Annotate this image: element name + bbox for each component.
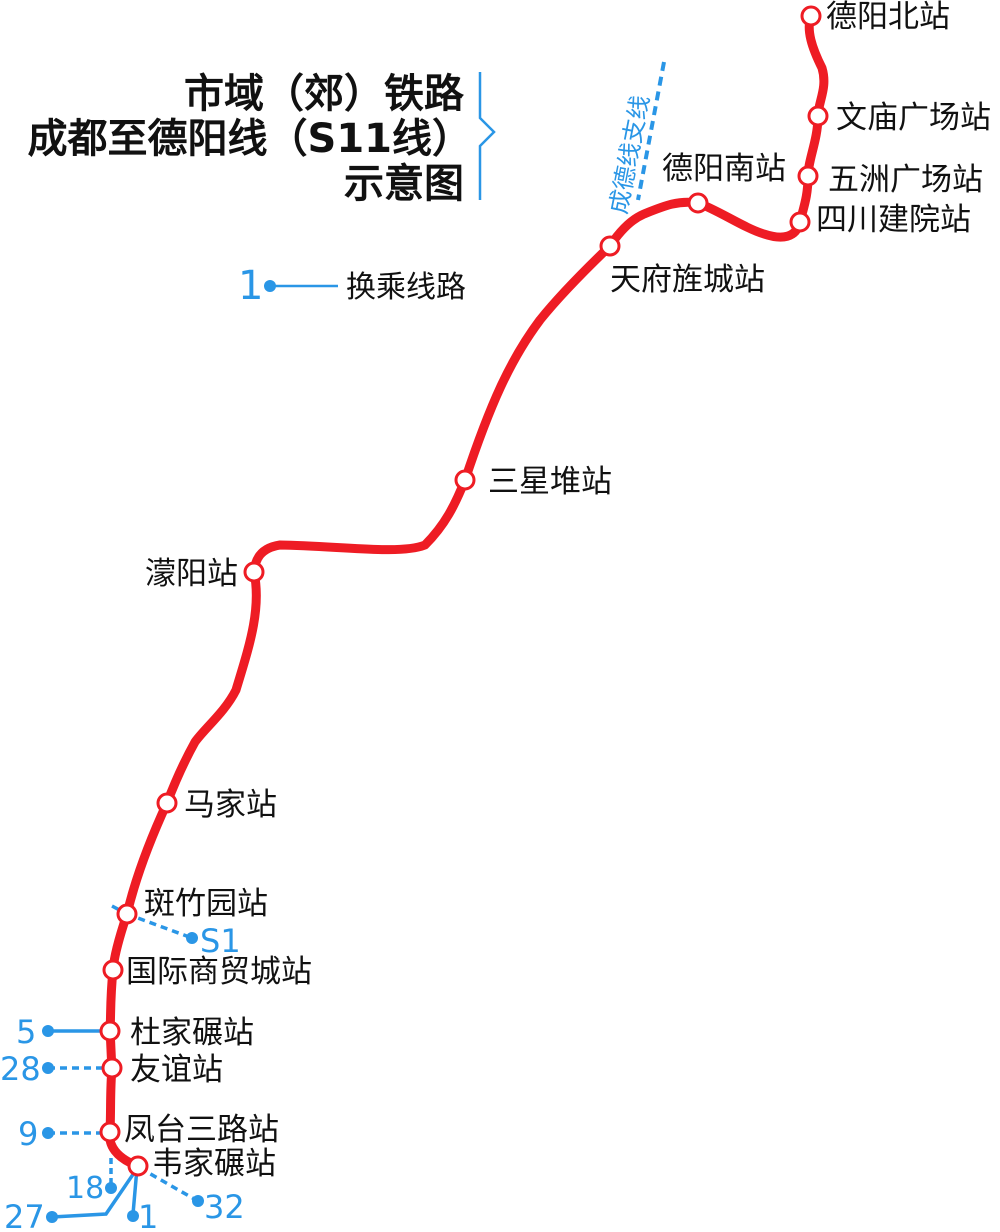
transfer-27-dot [46,1211,58,1223]
branch-line: 成德线支线 [604,61,666,216]
station-label-weijianian[interactable]: 韦家碾站 [152,1146,276,1182]
station-label-mengyang[interactable]: 濛阳站 [145,556,238,592]
transfer-label-5: 5 [16,1013,36,1051]
station-labels: 德阳北站 文庙广场站 五洲广场站 四川建院站 德阳南站 天府旌城站 三星堆站 濛… [124,0,991,1182]
transfer-9-dot [42,1127,54,1139]
station-label-tianfu-jingcheng[interactable]: 天府旌城站 [610,262,765,298]
station-label-dujianian[interactable]: 杜家碾站 [130,1015,254,1051]
transfer-28-dot [42,1062,54,1074]
transfer-label-1: 1 [138,1198,158,1232]
station-marker-sichuan-jianyuan[interactable] [789,211,811,233]
branch-dashed-line [636,61,666,201]
station-marker-wenmiao-square[interactable] [807,105,829,127]
station-label-sichuan-jianyuan[interactable]: 四川建院站 [816,202,971,238]
station-marker-wuzhou-square[interactable] [797,165,819,187]
legend-label: 换乘线路 [346,270,466,305]
station-marker-guoji-shangmaocheng[interactable] [102,959,124,981]
station-marker-sanxingdui[interactable] [454,469,476,491]
transfer-label-27: 27 [4,1198,45,1232]
station-markers [99,5,829,1177]
transfer-5-dot [42,1025,54,1037]
transfer-s1-dot [186,932,198,944]
transfer-18-dot [105,1182,117,1194]
station-label-sanxingdui[interactable]: 三星堆站 [488,464,612,500]
title-bracket [478,72,496,200]
transfer-32-dot [192,1195,204,1207]
station-marker-youyi[interactable] [101,1057,123,1079]
station-label-banzhuyuan[interactable]: 斑竹园站 [144,886,268,922]
station-marker-dujianian[interactable] [99,1020,121,1042]
station-marker-tianfu-jingcheng[interactable] [599,235,621,257]
station-marker-weijianian[interactable] [127,1155,149,1177]
station-label-majia[interactable]: 马家站 [184,787,277,823]
station-label-fengtai-sanlu[interactable]: 凤台三路站 [124,1112,279,1148]
title-line-3: 示意图 [344,161,464,207]
station-label-guoji-shangmaocheng[interactable]: 国际商贸城站 [126,954,312,990]
title-line-1: 市域（郊）铁路 [184,71,465,117]
station-label-deyang-north[interactable]: 德阳北站 [826,0,950,35]
station-marker-banzhuyuan[interactable] [116,903,138,925]
transfer-label-32: 32 [204,1188,245,1226]
transfer-label-s1: S1 [200,922,241,960]
transfer-label-9: 9 [18,1115,38,1153]
station-label-wenmiao-square[interactable]: 文庙广场站 [836,100,991,136]
legend: 1 换乘线路 [238,263,466,309]
station-marker-majia[interactable] [156,792,178,814]
title-block: 市域（郊）铁路 成都至德阳线（S11线） 示意图 [28,71,496,207]
station-marker-mengyang[interactable] [243,561,265,583]
transfer-label-18: 18 [66,1171,104,1206]
station-marker-fengtai-sanlu[interactable] [99,1121,121,1143]
legend-number: 1 [238,263,263,309]
transfer-27-line [51,1169,138,1219]
transfer-1-dot [127,1210,139,1222]
station-label-youyi[interactable]: 友谊站 [130,1052,223,1088]
station-marker-deyang-north[interactable] [800,5,822,27]
transfer-labels: S1 5 28 9 18 27 1 32 [0,922,245,1232]
station-marker-deyang-south[interactable] [687,192,709,214]
transfer-32-line [139,1166,197,1202]
transfer-label-28: 28 [0,1050,41,1088]
station-label-wuzhou-square[interactable]: 五洲广场站 [828,162,983,198]
station-label-deyang-south[interactable]: 德阳南站 [662,151,786,187]
title-line-2: 成都至德阳线（S11线） [28,116,472,162]
